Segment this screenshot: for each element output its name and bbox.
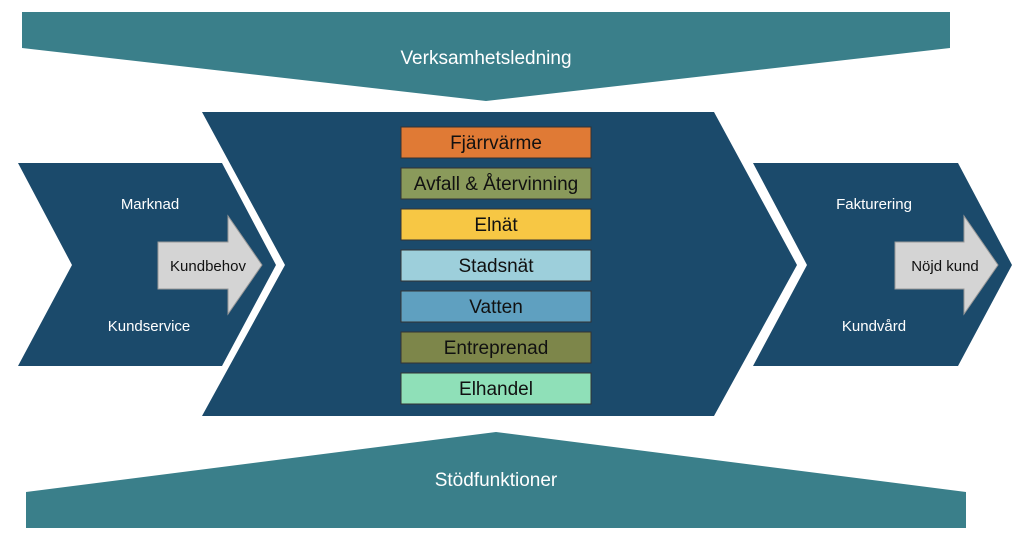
business-area-box-vatten [400, 290, 592, 323]
right-chevron-top-label: Fakturering [836, 196, 912, 213]
bottom-banner-label: Stödfunktioner [435, 470, 558, 491]
business-area-box-stadsnat [400, 249, 592, 282]
left-chevron-top-label: Marknad [121, 196, 179, 213]
left-chevron-bottom-label: Kundservice [108, 318, 191, 335]
business-area-label-entreprenad: Entreprenad [444, 338, 549, 359]
business-area-box-fjarrvarme [400, 126, 592, 159]
business-area-box-avfall [400, 167, 592, 200]
business-area-label-elhandel: Elhandel [459, 379, 533, 400]
business-area-label-elnat: Elnät [474, 215, 518, 236]
business-area-label-fjarrvarme: Fjärrvärme [450, 133, 542, 154]
top-banner [22, 12, 950, 101]
business-area-label-avfall: Avfall & Återvinning [414, 174, 578, 195]
right-chevron-bottom-label: Kundvård [842, 318, 906, 335]
business-area-box-entreprenad [400, 331, 592, 364]
right-chevron [753, 163, 1012, 366]
business-area-list: Fjärrvärme Avfall & Återvinning Elnät St… [400, 126, 592, 405]
bottom-banner [26, 432, 966, 528]
business-area-label-vatten: Vatten [469, 297, 523, 318]
business-area-label-stadsnat: Stadsnät [459, 256, 535, 277]
business-area-box-elnat [400, 208, 592, 241]
nojd-kund-arrow-label: Nöjd kund [911, 258, 979, 275]
nojd-kund-arrow [894, 214, 999, 316]
kundbehov-arrow-label: Kundbehov [170, 258, 246, 275]
kundbehov-arrow [157, 214, 263, 316]
business-area-box-elhandel [400, 372, 592, 405]
top-banner-label: Verksamhetsledning [400, 48, 571, 69]
left-chevron [18, 163, 276, 366]
